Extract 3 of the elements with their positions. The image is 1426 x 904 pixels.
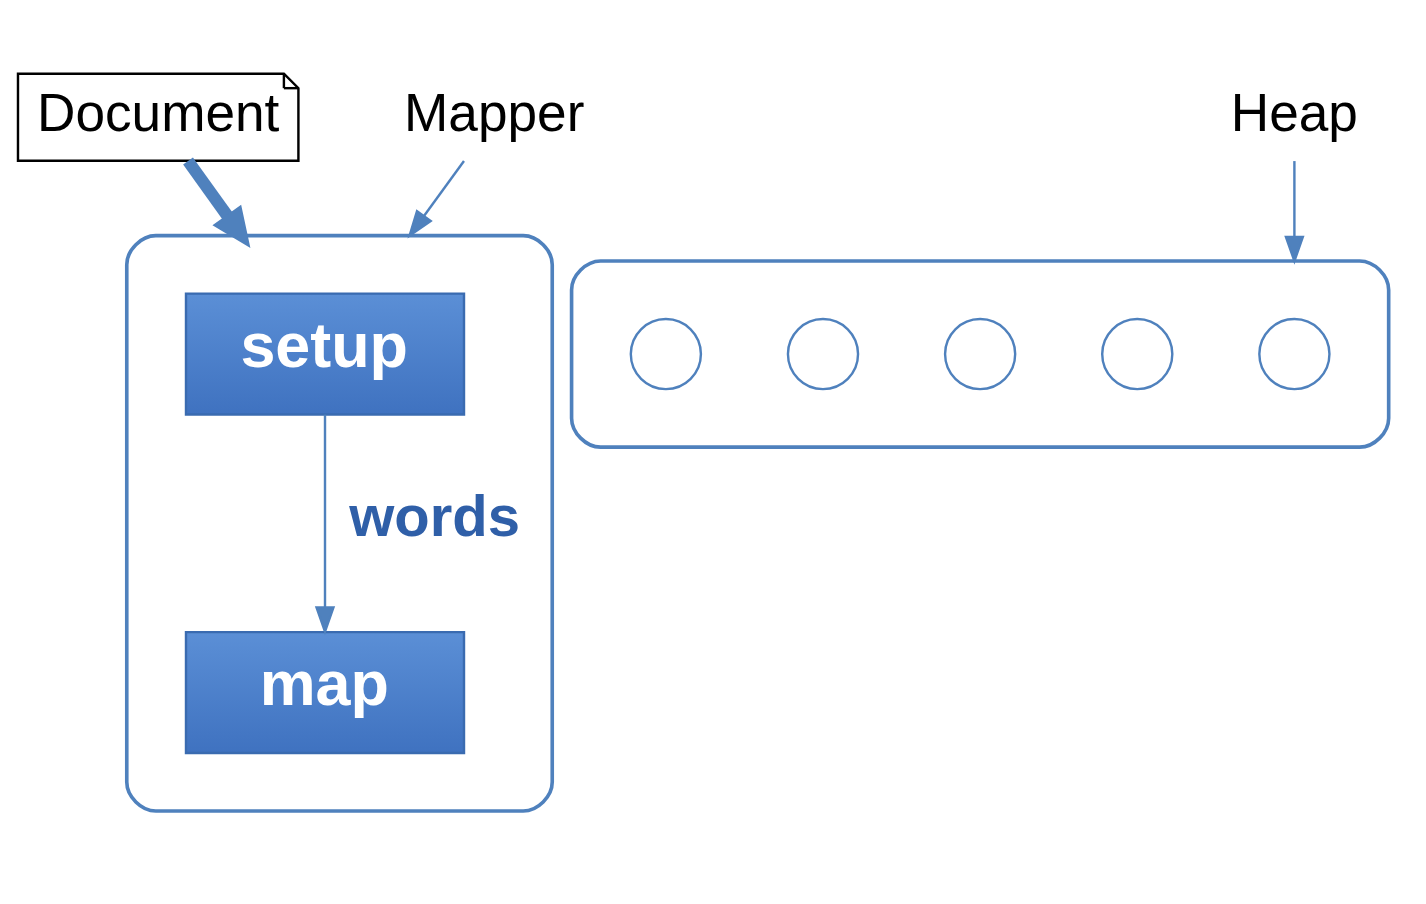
edge-label: words (349, 482, 520, 548)
node-text: Mapper (404, 82, 585, 142)
node-text: Heap (1230, 82, 1358, 142)
